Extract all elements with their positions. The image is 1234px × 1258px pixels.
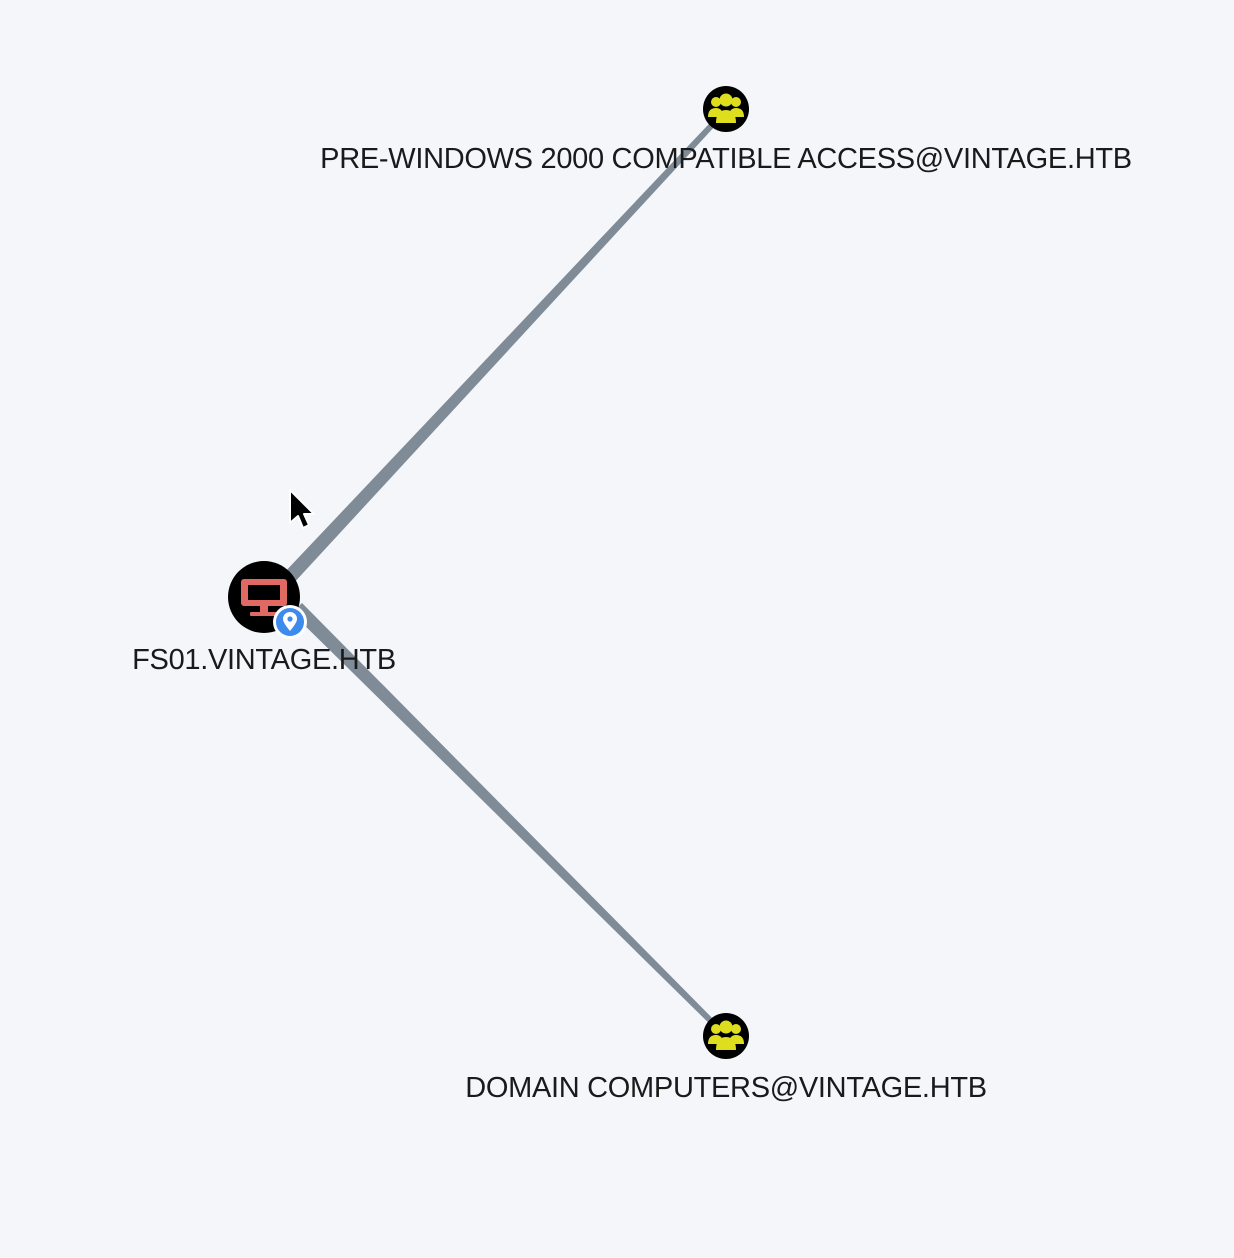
mouse-pointer-icon [289, 489, 315, 529]
computer-icon [241, 579, 287, 616]
node-label-domaincomputers[interactable]: DOMAIN COMPUTERS@VINTAGE.HTB [465, 1072, 987, 1104]
edge-fs01-prewin2000[interactable] [282, 108, 728, 585]
edge-fs01-domaincomputers[interactable] [292, 603, 728, 1038]
group-icon [703, 86, 749, 132]
node-fs01[interactable] [228, 561, 307, 639]
group-icon [703, 1013, 749, 1059]
node-label-fs01[interactable]: FS01.VINTAGE.HTB [132, 644, 396, 676]
location-pin-icon [273, 605, 307, 639]
node-domaincomputers[interactable] [703, 1013, 749, 1059]
node-prewin2000[interactable] [703, 86, 749, 132]
node-label-prewin2000[interactable]: PRE-WINDOWS 2000 COMPATIBLE ACCESS@VINTA… [320, 143, 1132, 175]
